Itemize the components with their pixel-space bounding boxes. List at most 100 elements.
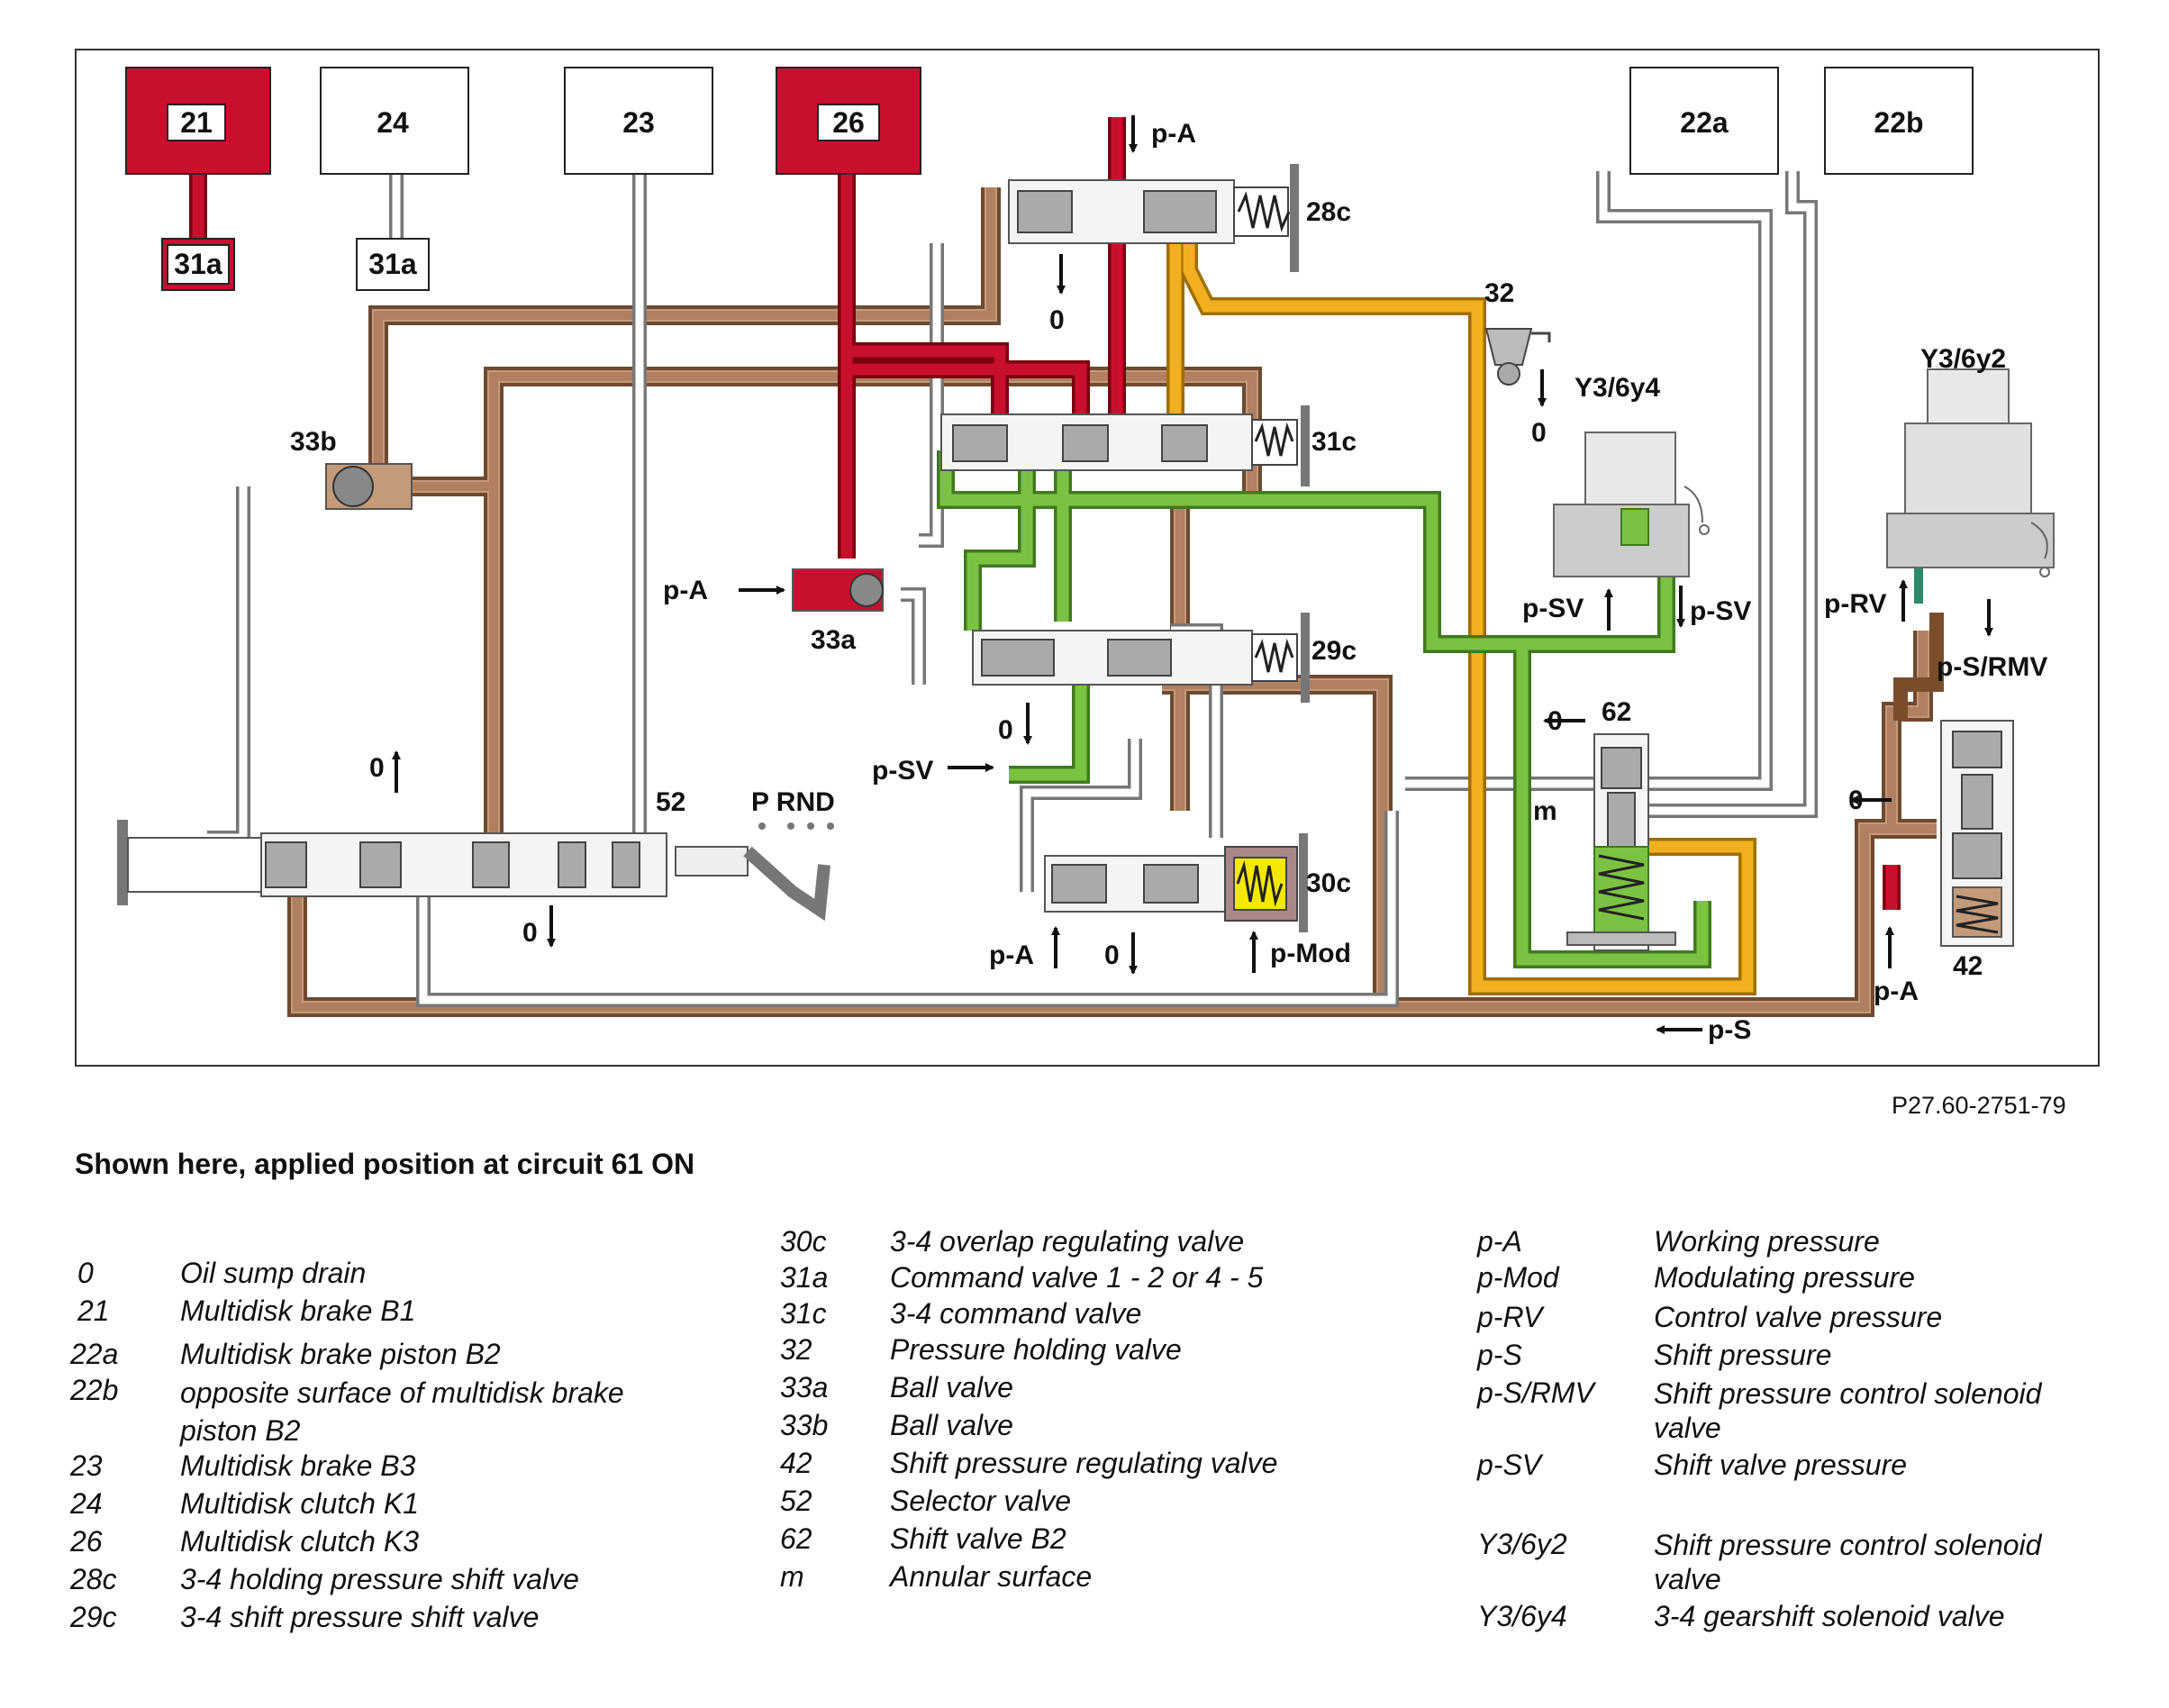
valve-52 [117,820,834,922]
label-prnd: P RND [751,787,835,817]
label-pMod: p-Mod [1270,939,1351,968]
diagram-frame [75,49,2100,1067]
box-31a-right-label: 31a [368,248,417,280]
green-lines [937,450,1711,968]
hydraulic-lines [189,106,1944,1017]
top-boxes: 21 31a 24 31a 23 26 22a 22b [125,67,1974,291]
label-0g: 0 [522,918,538,948]
label-pA-top: p-A [1151,119,1196,149]
label-pSV-b: p-SV [1690,596,1751,626]
figure-code: P27.60-2751-79 [1892,1092,2066,1119]
label-pSRMV: p-S/RMV [1937,652,2047,682]
brown-lines [287,187,1937,1017]
valve-31c [940,405,1310,486]
box-22b-label: 22b [1874,106,1923,139]
box-22a [1629,67,1779,175]
box-23-label: 23 [622,106,655,139]
label-pS: p-S [1708,1015,1751,1045]
valve-29c [972,613,1310,703]
label-0a: 0 [1049,305,1065,335]
label-0d: 0 [1547,706,1563,736]
ball-valve-33a [792,568,884,612]
label-28c: 28c [1306,197,1351,227]
label-pA-30c: p-A [989,940,1034,970]
solenoid-y3-6y2 [1886,368,2055,577]
label-pSV-a: p-SV [1522,594,1584,623]
box-24-label: 24 [377,106,409,139]
label-0f: 0 [1848,786,1864,815]
box-22a-label: 22a [1680,106,1729,139]
label-52: 52 [656,787,685,817]
label-30c: 30c [1306,868,1351,898]
diagram-labels: p-A 28c 0 32 0 Y3/6y4 Y3/6y2 33b 31c p-A… [290,119,2047,1045]
label-42: 42 [1953,951,1983,981]
label-pRV: p-RV [1824,589,1886,619]
label-y3-6y4: Y3/6y4 [1575,373,1660,403]
valves [117,164,2055,951]
label-pSV-c: p-SV [872,756,933,786]
label-pA-33a: p-A [663,576,708,605]
label-32: 32 [1484,278,1514,308]
valve-32 [1484,328,1551,386]
box-21-label: 21 [180,106,213,139]
hydraulic-circuit-diagram: 21 31a 24 31a 23 26 22a 22b [75,49,2100,1067]
box-22b [1824,67,1974,175]
box-31a-right [356,238,430,291]
valve-30c [1044,833,1308,932]
label-0b: 0 [1531,418,1547,448]
label-31c: 31c [1311,427,1357,457]
arrows [392,115,1993,1034]
label-62: 62 [1602,697,1631,727]
box-31a-left-label: 31a [174,248,222,280]
label-33a: 33a [811,625,856,655]
label-y3-6y2: Y3/6y2 [1920,344,2006,374]
label-0e: 0 [369,753,385,783]
box-24 [320,67,469,175]
solenoid-y3-6y4 [1553,432,1710,577]
label-0h: 0 [1104,940,1120,970]
label-0c: 0 [998,715,1013,745]
valve-62 [1566,733,1676,951]
label-29c: 29c [1311,636,1357,666]
caption: Shown here, applied position at circuit … [75,1148,695,1180]
valve-28c [1008,164,1299,272]
label-33b: 33b [290,427,337,457]
ball-valve-33b [325,463,413,510]
label-pA-42: p-A [1874,977,1919,1006]
label-m: m [1533,796,1557,826]
valve-42 [1940,720,2014,947]
rmv-line [1893,613,1944,721]
box-26-label: 26 [832,106,865,139]
box-23 [564,67,713,175]
